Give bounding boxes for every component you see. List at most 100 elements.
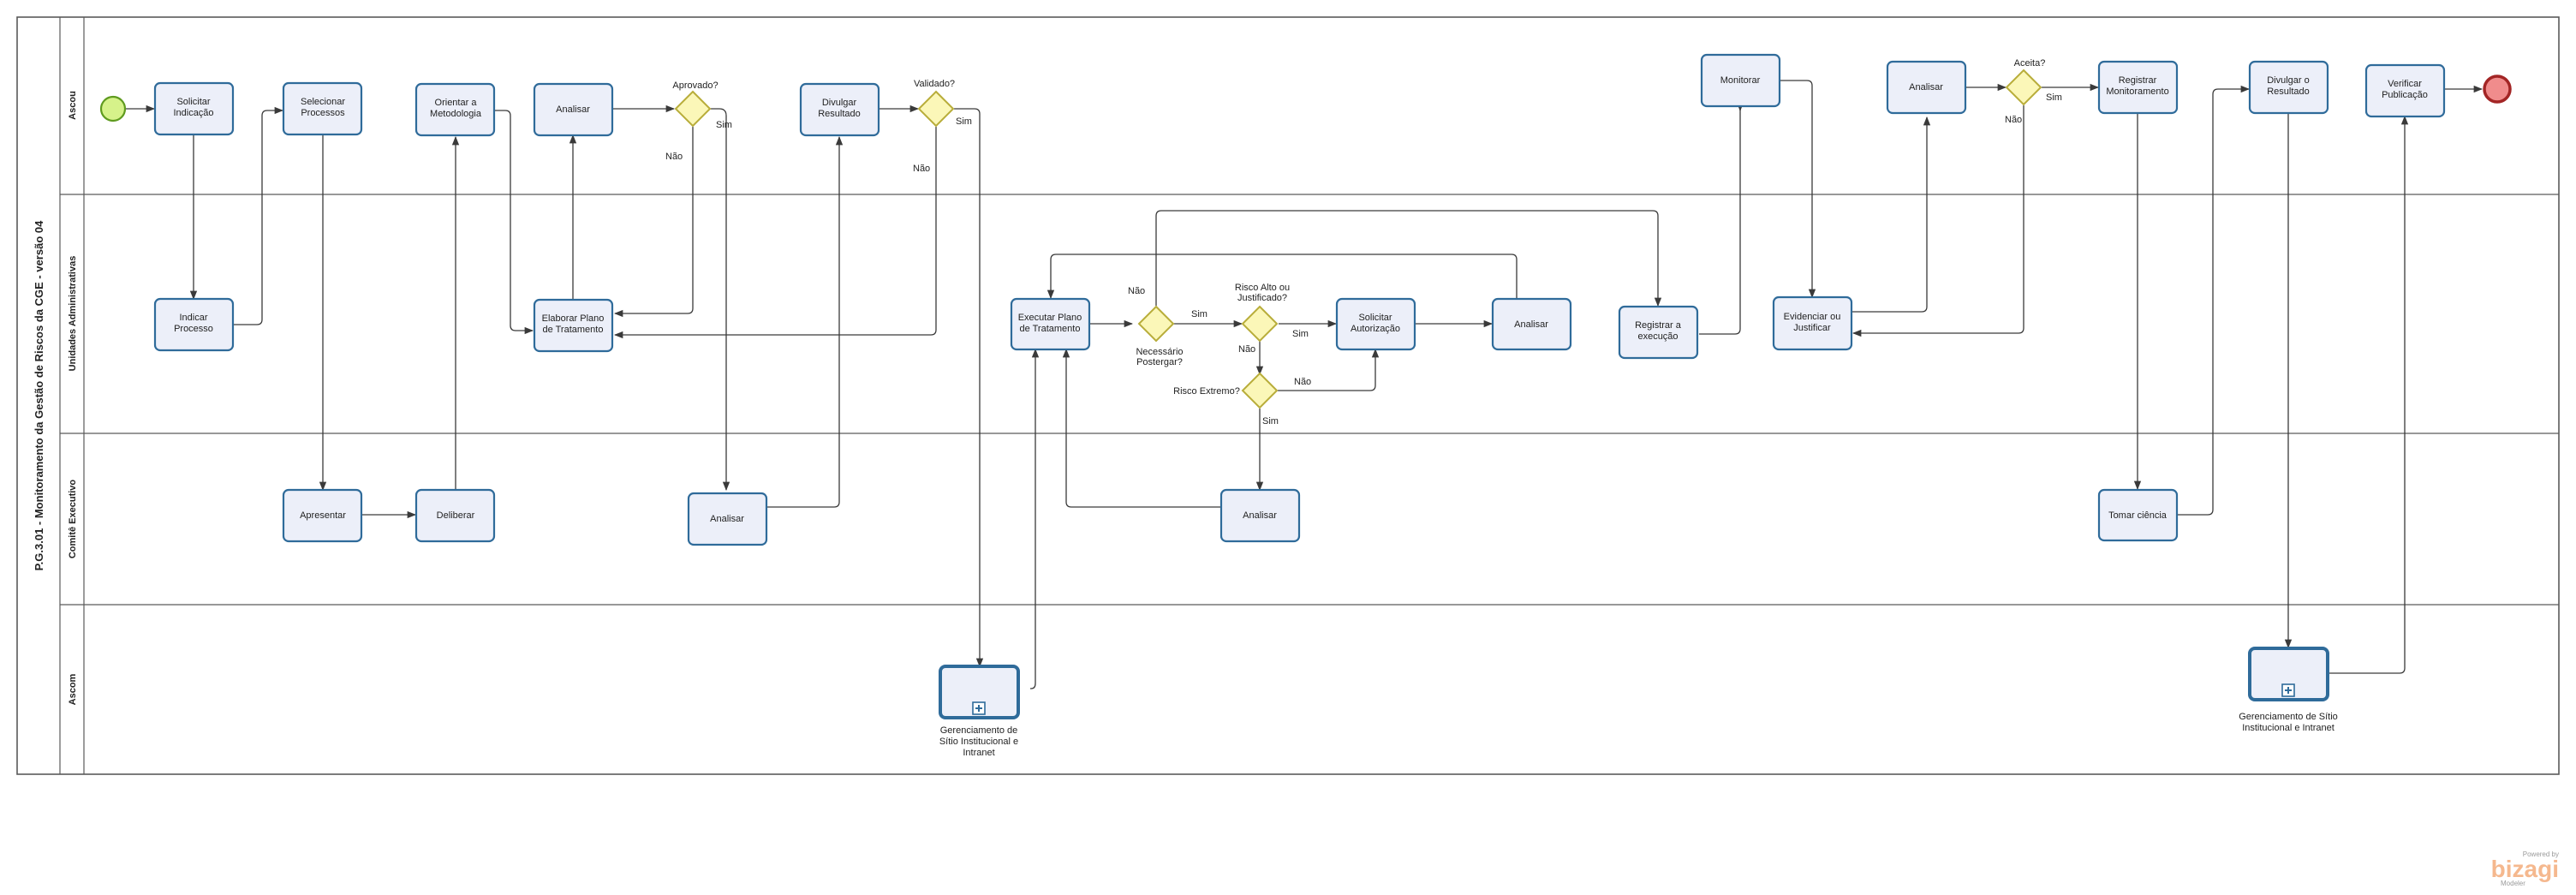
flow-label-sim: Sim — [716, 120, 732, 130]
lane-title-ascom: Ascom — [68, 673, 78, 705]
pool-border — [16, 16, 2560, 775]
flow-label-nao: Não — [1128, 286, 1145, 296]
task-label: Monitorar — [1720, 75, 1761, 86]
flow-label-nao: Não — [1294, 377, 1311, 387]
subprocess-gerenciamento-1[interactable] — [939, 665, 1020, 719]
start-event[interactable] — [99, 95, 127, 122]
task-analisar-ua[interactable]: Analisar — [1491, 297, 1572, 351]
flow[interactable] — [2177, 85, 2251, 516]
gateway-label-aprovado: Aprovado? — [672, 81, 718, 91]
subprocess-gerenciamento-2[interactable] — [2248, 647, 2329, 701]
gateway-validado[interactable] — [917, 90, 955, 128]
flow[interactable] — [1852, 105, 2024, 337]
flow-label-sim: Sim — [1292, 329, 1309, 339]
flow[interactable] — [1062, 348, 1220, 508]
flow[interactable] — [1030, 348, 1040, 689]
flow-label-nao: Não — [2005, 115, 2022, 125]
task-analisar-ascou-1[interactable]: Analisar — [533, 82, 614, 137]
gateway-risco-alto[interactable] — [1241, 305, 1279, 343]
end-event[interactable] — [2483, 75, 2512, 104]
task-deliberar[interactable]: Deliberar — [414, 488, 496, 543]
lane-title-unidades-administrativas: Unidades Administrativas — [68, 256, 78, 372]
task-monitorar[interactable]: Monitorar — [1700, 53, 1781, 108]
task-label: Tomar ciência — [2108, 510, 2168, 521]
task-label: Analisar — [1909, 82, 1943, 92]
task-apresentar[interactable]: Apresentar — [282, 488, 363, 543]
task-label: Analisar — [556, 104, 590, 115]
gateway-label-risco-extremo: Risco Extremo? — [1173, 386, 1240, 397]
flow-label-nao: Não — [665, 152, 683, 162]
task-label: Analisar — [1243, 510, 1277, 521]
gateway-risco-extremo[interactable] — [1241, 372, 1279, 409]
flow-label-nao: Não — [1238, 344, 1255, 355]
brand-edition: Modeler — [2501, 880, 2525, 887]
pool: P.G.3.01 - Monitoramento da Gestão de Ri… — [16, 16, 2560, 775]
lane-title-comite-executivo: Comitê Executivo — [68, 480, 78, 559]
gateway-necessario-postergar[interactable] — [1137, 305, 1175, 343]
task-analisar-comite-1[interactable]: Analisar — [687, 492, 768, 546]
flow[interactable] — [1155, 210, 1662, 307]
gateway-aprovado[interactable] — [674, 90, 712, 128]
flow[interactable] — [766, 135, 844, 508]
flow-label-nao: Não — [913, 164, 930, 174]
powered-by-text: Powered by — [2523, 850, 2559, 858]
flow[interactable] — [954, 108, 984, 668]
flow[interactable] — [1046, 254, 1518, 300]
flow-label-sim: Sim — [1191, 309, 1208, 319]
bizagi-logo: Powered by bizagi Modeler — [2491, 850, 2559, 887]
flow[interactable] — [1852, 116, 1931, 313]
flow[interactable] — [613, 127, 694, 318]
pool-title: P.G.3.01 - Monitoramento da Gestão de Ri… — [33, 220, 45, 570]
task-analisar-comite-2[interactable]: Analisar — [1219, 488, 1301, 543]
flow[interactable] — [495, 110, 534, 335]
flow[interactable] — [2329, 115, 2409, 674]
task-label: Analisar — [710, 514, 744, 524]
flow[interactable] — [708, 108, 730, 492]
gateway-label-aceita: Aceita? — [2014, 58, 2046, 69]
flow[interactable] — [1278, 348, 1380, 391]
sequence-flows — [125, 80, 2484, 689]
task-tomar-ciencia[interactable]: Tomar ciência — [2097, 488, 2179, 542]
task-label: Deliberar — [437, 510, 475, 521]
flow-label-sim: Sim — [956, 116, 972, 127]
brand-name: bizagi — [2491, 856, 2559, 882]
gateway-aceita[interactable] — [2005, 69, 2042, 106]
lane-title-ascou: Ascou — [68, 91, 78, 120]
flow[interactable] — [613, 127, 937, 339]
flow[interactable] — [1699, 80, 1741, 335]
flow[interactable] — [1779, 80, 1816, 299]
task-label: Analisar — [1514, 319, 1548, 330]
flow[interactable] — [233, 106, 284, 325]
task-analisar-ascou-2[interactable]: Analisar — [1886, 60, 1967, 115]
flow-label-sim: Sim — [2046, 92, 2062, 103]
